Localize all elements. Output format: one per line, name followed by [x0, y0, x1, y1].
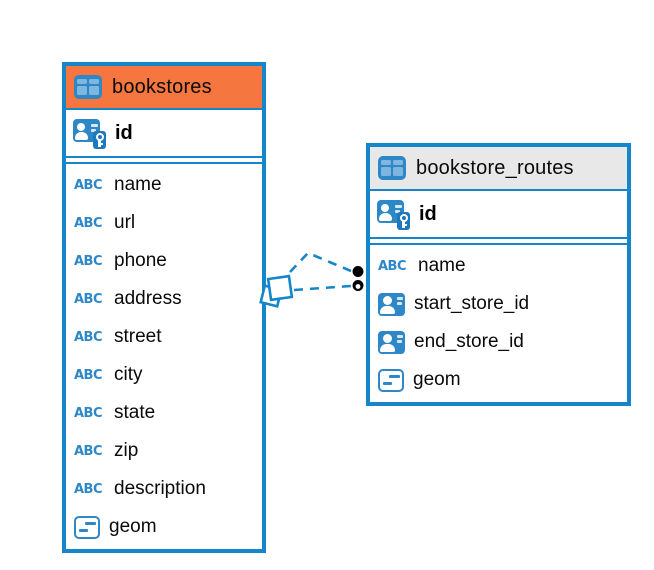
- text-type-icon: ABC: [74, 215, 103, 231]
- table-icon: [74, 75, 102, 99]
- text-type-icon: ABC: [74, 481, 103, 497]
- compartment-gap: [66, 158, 262, 162]
- entity-title: bookstore_routes: [416, 156, 574, 179]
- entity-bookstore-routes[interactable]: bookstore_routes id ABC name start_store…: [366, 143, 631, 406]
- geometry-type-icon: [378, 368, 404, 392]
- column-name-label: end_store_id: [414, 331, 524, 352]
- column-name-label: geom: [413, 369, 461, 390]
- column-row[interactable]: ABC name: [370, 247, 627, 285]
- geometry-type-icon: [74, 515, 100, 539]
- primary-key-label: id: [115, 121, 133, 144]
- column-row[interactable]: geom: [370, 361, 627, 399]
- table-icon: [378, 156, 406, 180]
- column-row[interactable]: ABC description: [66, 470, 262, 508]
- text-type-icon: ABC: [378, 258, 407, 274]
- text-type-icon: ABC: [74, 443, 103, 459]
- column-row[interactable]: ABC url: [66, 204, 262, 242]
- entity-title: bookstores: [112, 75, 212, 98]
- text-type-icon: ABC: [74, 367, 103, 383]
- column-name-label: start_store_id: [414, 293, 530, 314]
- primary-key-row[interactable]: id: [66, 110, 262, 158]
- text-type-icon: ABC: [74, 405, 103, 421]
- text-type-icon: ABC: [74, 253, 103, 269]
- column-name-label: zip: [114, 440, 139, 461]
- column-name-label: address: [114, 288, 182, 309]
- compartment-gap: [370, 239, 627, 243]
- column-row[interactable]: ABC phone: [66, 242, 262, 280]
- column-name-label: name: [114, 174, 162, 195]
- text-type-icon: ABC: [74, 329, 103, 345]
- one-end-dot-markers[interactable]: [351, 264, 365, 293]
- foreign-key-icon: [378, 292, 405, 316]
- column-name-label: phone: [114, 250, 167, 271]
- primary-key-icon: [377, 199, 410, 230]
- primary-key-icon: [73, 118, 106, 149]
- column-name-label: city: [114, 364, 143, 385]
- column-name-label: description: [114, 478, 206, 499]
- column-row[interactable]: ABC zip: [66, 432, 262, 470]
- relationship-connector-upper[interactable]: [289, 251, 352, 273]
- foreign-key-icon: [378, 330, 405, 354]
- entity-bookstores-header[interactable]: bookstores: [66, 66, 262, 110]
- entity-bookstore-routes-header[interactable]: bookstore_routes: [370, 147, 627, 191]
- column-row[interactable]: ABC city: [66, 356, 262, 394]
- column-row[interactable]: geom: [66, 508, 262, 546]
- primary-key-row[interactable]: id: [370, 191, 627, 239]
- column-row[interactable]: ABC name: [66, 166, 262, 204]
- column-name-label: street: [114, 326, 162, 347]
- column-name-label: url: [114, 212, 136, 233]
- relationship-connector-lower[interactable]: [293, 284, 352, 292]
- relationship-line[interactable]: [293, 284, 352, 292]
- text-type-icon: ABC: [74, 291, 103, 307]
- column-row[interactable]: end_store_id: [370, 323, 627, 361]
- column-name-label: state: [114, 402, 156, 423]
- columns-compartment: ABC name ABC url ABC phone ABC address A…: [66, 162, 262, 549]
- relationship-line[interactable]: [289, 251, 352, 273]
- columns-compartment: ABC name start_store_id end_store_id geo…: [370, 243, 627, 402]
- primary-key-label: id: [419, 202, 437, 225]
- column-row[interactable]: ABC address: [66, 280, 262, 318]
- column-name-label: name: [418, 255, 466, 276]
- column-row[interactable]: ABC state: [66, 394, 262, 432]
- text-type-icon: ABC: [74, 177, 103, 193]
- column-name-label: geom: [109, 516, 157, 537]
- column-row[interactable]: ABC street: [66, 318, 262, 356]
- entity-bookstores[interactable]: bookstores id ABC name ABC url ABC phone: [62, 62, 266, 553]
- column-row[interactable]: start_store_id: [370, 285, 627, 323]
